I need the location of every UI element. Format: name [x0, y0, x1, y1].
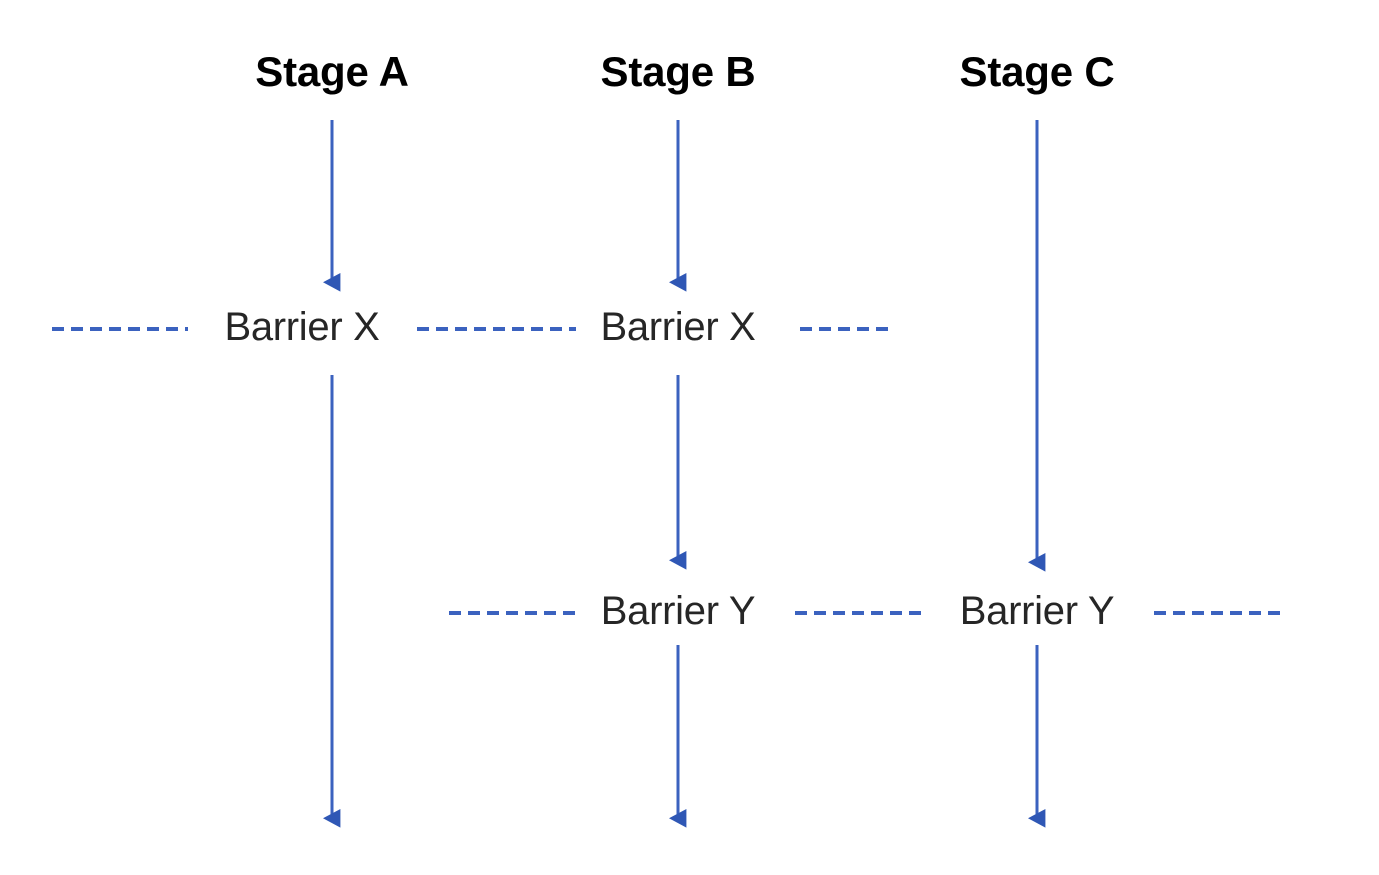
barrier-label-barrier-x-b: Barrier X: [600, 305, 756, 349]
barrier-label-barrier-x-a: Barrier X: [224, 305, 380, 349]
barrier-label-barrier-y-c: Barrier Y: [959, 589, 1115, 633]
stage-header-stage-c: Stage C: [959, 48, 1115, 95]
barrier-label-barrier-y-b: Barrier Y: [600, 589, 756, 633]
stage-header-stage-a: Stage A: [255, 48, 409, 95]
arrows-group: [323, 120, 1046, 828]
dashed-connectors-group: [52, 327, 1282, 615]
stage-header-stage-b: Stage B: [600, 48, 756, 95]
